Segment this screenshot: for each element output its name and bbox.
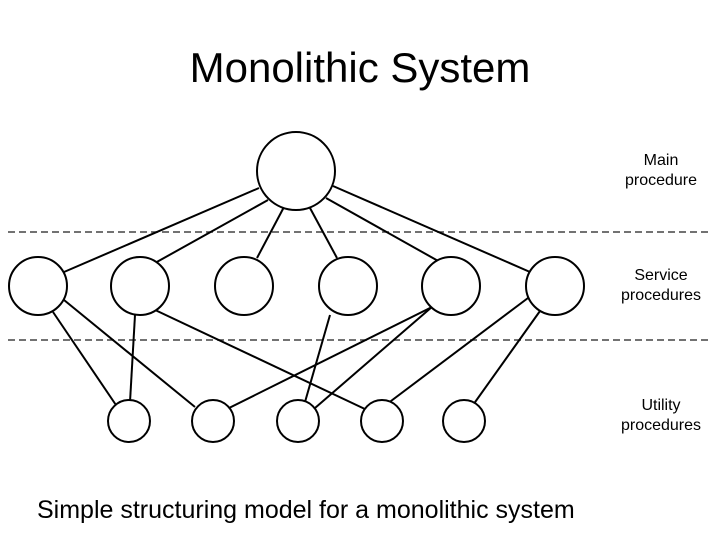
service-procedure-node bbox=[421, 256, 481, 316]
main-procedure-node bbox=[256, 131, 336, 211]
diagram-title: Monolithic System bbox=[189, 44, 531, 91]
main-to-service-edges bbox=[63, 185, 531, 273]
service-to-utility-edges bbox=[52, 297, 541, 411]
layer-label-main: Main procedure bbox=[624, 152, 698, 189]
layer-label-utility: Utility procedures bbox=[620, 397, 702, 434]
layer-label-service: Service procedures bbox=[620, 267, 702, 304]
service-procedure-node bbox=[318, 256, 378, 316]
utility-procedure-node bbox=[276, 399, 320, 443]
utility-procedure-node bbox=[442, 399, 486, 443]
service-procedure-node bbox=[110, 256, 170, 316]
utility-procedure-node bbox=[360, 399, 404, 443]
utility-procedure-node bbox=[107, 399, 151, 443]
diagram-caption: Simple structuring model for a monolithi… bbox=[37, 496, 575, 524]
service-procedure-node bbox=[214, 256, 274, 316]
utility-procedure-node bbox=[191, 399, 235, 443]
service-procedure-node bbox=[8, 256, 68, 316]
service-procedure-node bbox=[525, 256, 585, 316]
